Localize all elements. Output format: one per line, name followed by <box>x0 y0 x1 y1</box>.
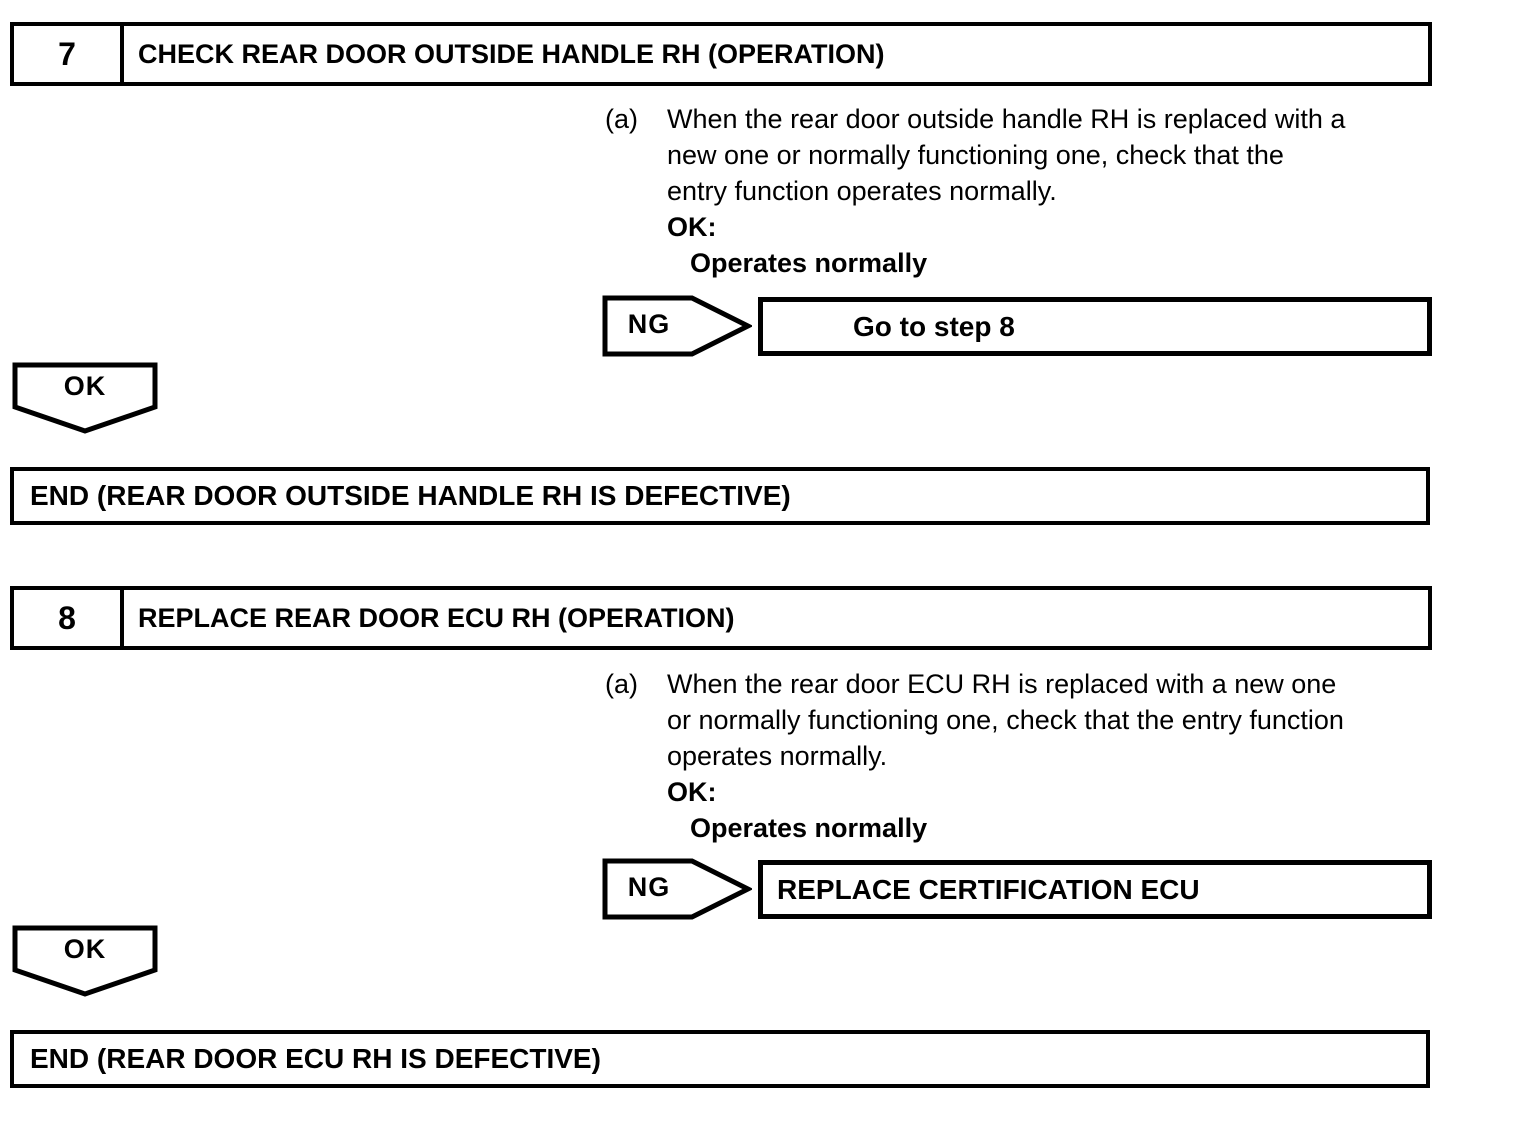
step-8-ng-row: NG REPLACE CERTIFICATION ECU <box>602 858 1432 920</box>
instruction-text-line: When the rear door outside handle RH is … <box>667 104 1346 134</box>
ok-connector-label: OK <box>63 933 107 964</box>
step-title: CHECK REAR DOOR OUTSIDE HANDLE RH (OPERA… <box>138 38 885 69</box>
step-7-end-box: END (REAR DOOR OUTSIDE HANDLE RH IS DEFE… <box>10 467 1430 525</box>
step-7-ok-connector: OK <box>12 362 158 434</box>
ng-result-box: Go to step 8 <box>758 297 1432 356</box>
ng-result-text: Go to step 8 <box>853 310 1015 342</box>
ng-result-text: REPLACE CERTIFICATION ECU <box>777 873 1200 905</box>
step-7-instruction: (a) When the rear door outside handle RH… <box>605 101 1435 281</box>
step-7-header: 7 CHECK REAR DOOR OUTSIDE HANDLE RH (OPE… <box>10 22 1432 86</box>
instruction-text-line: operates normally. <box>667 741 888 771</box>
end-text: END (REAR DOOR OUTSIDE HANDLE RH IS DEFE… <box>30 480 791 511</box>
step-8-ok-connector: OK <box>12 925 158 997</box>
instruction-text-line: new one or normally functioning one, che… <box>667 140 1284 170</box>
end-text: END (REAR DOOR ECU RH IS DEFECTIVE) <box>30 1043 601 1074</box>
ok-pentagon-icon <box>12 925 158 997</box>
ng-label: NG <box>627 309 671 339</box>
instruction-text-line: entry function operates normally. <box>667 176 1057 206</box>
ok-criteria-value: Operates normally <box>690 813 928 843</box>
step-7-ng-row: NG Go to step 8 <box>602 295 1432 357</box>
ng-pentagon-icon <box>602 295 752 357</box>
instruction-item-label: (a) <box>605 669 638 699</box>
ng-label: NG <box>627 872 671 902</box>
step-8-instruction: (a) When the rear door ECU RH is replace… <box>605 666 1435 846</box>
ng-result-box: REPLACE CERTIFICATION ECU <box>758 860 1432 919</box>
ok-criteria-label: OK: <box>667 212 717 242</box>
step-8-end-box: END (REAR DOOR ECU RH IS DEFECTIVE) <box>10 1030 1430 1088</box>
ok-criteria-value: Operates normally <box>690 248 928 278</box>
step-8-header: 8 REPLACE REAR DOOR ECU RH (OPERATION) <box>10 586 1432 650</box>
instruction-text-line: or normally functioning one, check that … <box>667 705 1344 735</box>
ok-pentagon-icon <box>12 362 158 434</box>
ng-pentagon-icon <box>602 858 752 920</box>
step-number: 8 <box>14 590 124 646</box>
step-title: REPLACE REAR DOOR ECU RH (OPERATION) <box>138 602 735 633</box>
ok-criteria-label: OK: <box>667 777 717 807</box>
ok-connector-label: OK <box>63 370 107 401</box>
step-number: 7 <box>14 26 124 82</box>
instruction-item-label: (a) <box>605 104 638 134</box>
instruction-text-line: When the rear door ECU RH is replaced wi… <box>667 669 1337 699</box>
